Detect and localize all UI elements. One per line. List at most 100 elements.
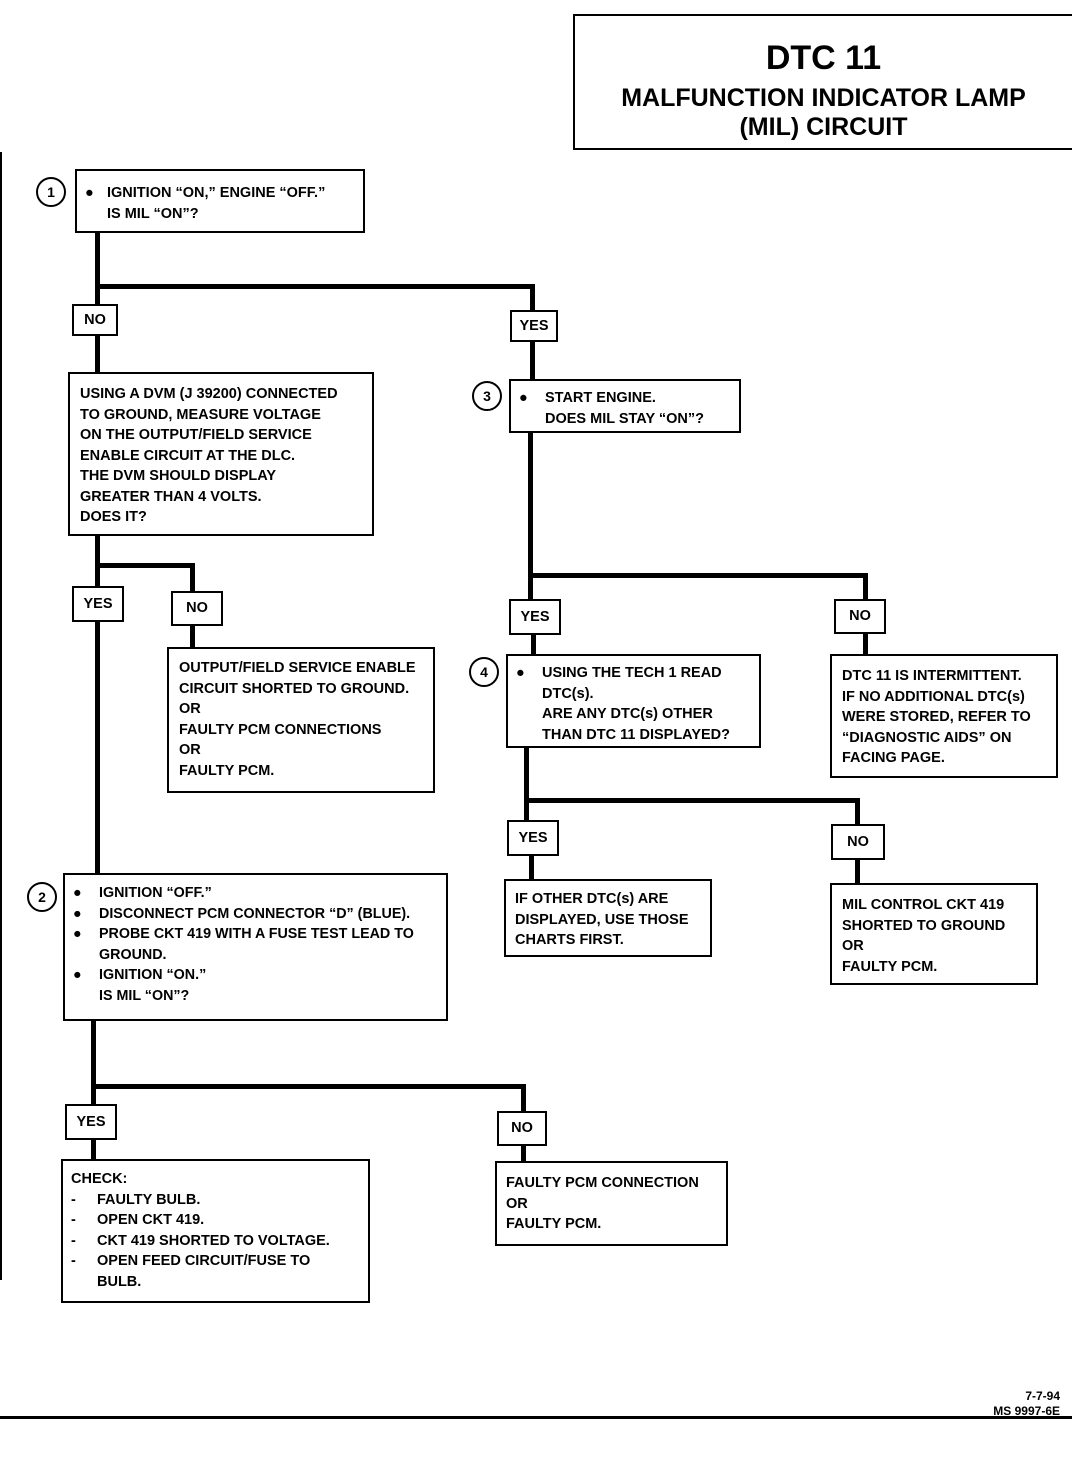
step-1-box: ● IGNITION “ON,” ENGINE “OFF.” IS MIL “O…	[75, 169, 365, 233]
result-line: FAULTY PCM.	[842, 958, 938, 975]
footer-date: 7-7-94	[1025, 1389, 1060, 1403]
connector-line	[91, 1084, 526, 1089]
step-number-3: 3	[472, 381, 502, 411]
result-other-dtcs-box: IF OTHER DTC(s) ARE DISPLAYED, USE THOSE…	[504, 879, 712, 957]
dvm-instruction-box: USING A DVM (J 39200) CONNECTED TO GROUN…	[68, 372, 374, 536]
dvm-line: ON THE OUTPUT/FIELD SERVICE	[80, 427, 312, 443]
bullet-icon: ●	[516, 665, 525, 681]
title-block: DTC 11 MALFUNCTION INDICATOR LAMP (MIL) …	[573, 14, 1072, 150]
label-no: NO	[831, 824, 885, 860]
step-2-item-continued: GROUND.	[99, 946, 167, 963]
check-heading: CHECK:	[71, 1171, 128, 1187]
check-item: OPEN FEED CIRCUIT/FUSE TO	[97, 1253, 311, 1269]
subtitle-line: MALFUNCTION INDICATOR LAMP	[621, 84, 1026, 112]
result-line: DTC 11 IS INTERMITTENT.	[842, 668, 1022, 684]
connector-line	[190, 563, 195, 593]
connector-line	[863, 573, 868, 601]
bullet-icon: ●	[85, 185, 94, 201]
dash-marker: -	[71, 1212, 76, 1228]
result-output-shorted-box: OUTPUT/FIELD SERVICE ENABLE CIRCUIT SHOR…	[167, 647, 435, 793]
step-number-2: 2	[27, 882, 57, 912]
step-2-box: ● IGNITION “OFF.” ● DISCONNECT PCM CONNE…	[63, 873, 448, 1021]
step-1-line: IS MIL “ON”?	[107, 205, 199, 222]
result-line: OR	[179, 701, 201, 717]
bullet-icon: ●	[73, 926, 82, 942]
connector-line	[531, 634, 536, 654]
result-line: OUTPUT/FIELD SERVICE ENABLE	[179, 660, 416, 676]
result-line: FACING PAGE.	[842, 750, 945, 766]
result-faulty-connection-box: FAULTY PCM CONNECTION OR FAULTY PCM.	[495, 1161, 728, 1246]
left-border-line	[0, 152, 2, 1280]
step-2-question: IS MIL “ON”?	[99, 987, 190, 1004]
connector-line	[95, 563, 195, 568]
connector-line	[529, 855, 534, 881]
connector-line	[530, 338, 535, 381]
connector-line	[855, 798, 860, 824]
check-item: CKT 419 SHORTED TO VOLTAGE.	[97, 1232, 330, 1249]
bullet-icon: ●	[73, 967, 82, 983]
dash-marker: -	[71, 1253, 76, 1269]
label-yes: YES	[507, 820, 559, 856]
dvm-line: DOES IT?	[80, 509, 147, 525]
step-2-item: IGNITION “ON.”	[99, 967, 207, 983]
step-3-line: DOES MIL STAY “ON”?	[545, 410, 704, 427]
result-line: OR	[842, 938, 864, 954]
subtitle-line: (MIL) CIRCUIT	[739, 113, 908, 141]
dvm-line: TO GROUND, MEASURE VOLTAGE	[80, 406, 321, 423]
result-line: FAULTY PCM CONNECTIONS	[179, 721, 382, 738]
connector-line	[190, 624, 195, 649]
label-yes: YES	[65, 1104, 117, 1140]
footer: 7-7-94 MS 9997-6E	[993, 1389, 1060, 1419]
result-line: DISPLAYED, USE THOSE	[515, 911, 689, 928]
result-line: MIL CONTROL CKT 419	[842, 897, 1005, 913]
result-line: IF OTHER DTC(s) ARE	[515, 891, 669, 907]
connector-line	[95, 334, 100, 374]
connector-line	[95, 284, 535, 289]
result-line: FAULTY PCM.	[179, 762, 275, 779]
step-4-line: ARE ANY DTC(s) OTHER	[542, 706, 713, 722]
bullet-icon: ●	[73, 885, 82, 901]
step-number-1: 1	[36, 177, 66, 207]
step-4-box: ● USING THE TECH 1 READ DTC(s). ARE ANY …	[506, 654, 761, 748]
step-1-line: IGNITION “ON,” ENGINE “OFF.”	[107, 185, 326, 201]
result-line: CHARTS FIRST.	[515, 932, 624, 948]
dvm-line: THE DVM SHOULD DISPLAY	[80, 468, 277, 484]
connector-line	[524, 746, 529, 821]
connector-line	[524, 798, 860, 803]
dvm-line: ENABLE CIRCUIT AT THE DLC.	[80, 447, 296, 464]
step-4-line: THAN DTC 11 DISPLAYED?	[542, 726, 730, 743]
result-line: FAULTY PCM.	[506, 1216, 602, 1232]
check-item: OPEN CKT 419.	[97, 1212, 205, 1228]
connector-line	[528, 431, 533, 601]
dvm-line: USING A DVM (J 39200) CONNECTED	[80, 386, 338, 402]
connector-line	[95, 534, 100, 589]
dvm-line: GREATER THAN 4 VOLTS.	[80, 488, 262, 505]
label-no: NO	[834, 599, 886, 634]
result-mil-shorted-box: MIL CONTROL CKT 419 SHORTED TO GROUND OR…	[830, 883, 1038, 985]
result-line: IF NO ADDITIONAL DTC(s)	[842, 688, 1025, 705]
footer-code: MS 9997-6E	[993, 1404, 1060, 1418]
step-number-4: 4	[469, 657, 499, 687]
label-no: NO	[497, 1111, 547, 1146]
result-line: OR	[179, 742, 201, 758]
dash-marker: -	[71, 1191, 76, 1208]
bullet-icon: ●	[73, 905, 82, 922]
result-intermittent-box: DTC 11 IS INTERMITTENT. IF NO ADDITIONAL…	[830, 654, 1058, 778]
step-2-item: DISCONNECT PCM CONNECTOR “D” (BLUE).	[99, 905, 411, 922]
step-2-item: IGNITION “OFF.”	[99, 885, 212, 901]
label-no: NO	[171, 591, 223, 626]
connector-line	[863, 632, 868, 656]
bottom-rule	[0, 1416, 1072, 1419]
connector-line	[91, 1137, 96, 1161]
label-yes: YES	[509, 599, 561, 635]
step-4-line: USING THE TECH 1 READ	[542, 665, 722, 681]
bullet-icon: ●	[519, 390, 528, 406]
check-item-continued: BULB.	[97, 1273, 142, 1290]
connector-line	[521, 1144, 526, 1162]
label-yes: YES	[72, 586, 124, 622]
connector-line	[95, 232, 100, 322]
result-line: OR	[506, 1195, 528, 1212]
page-title: DTC 11	[765, 39, 882, 77]
connector-line	[95, 622, 100, 875]
